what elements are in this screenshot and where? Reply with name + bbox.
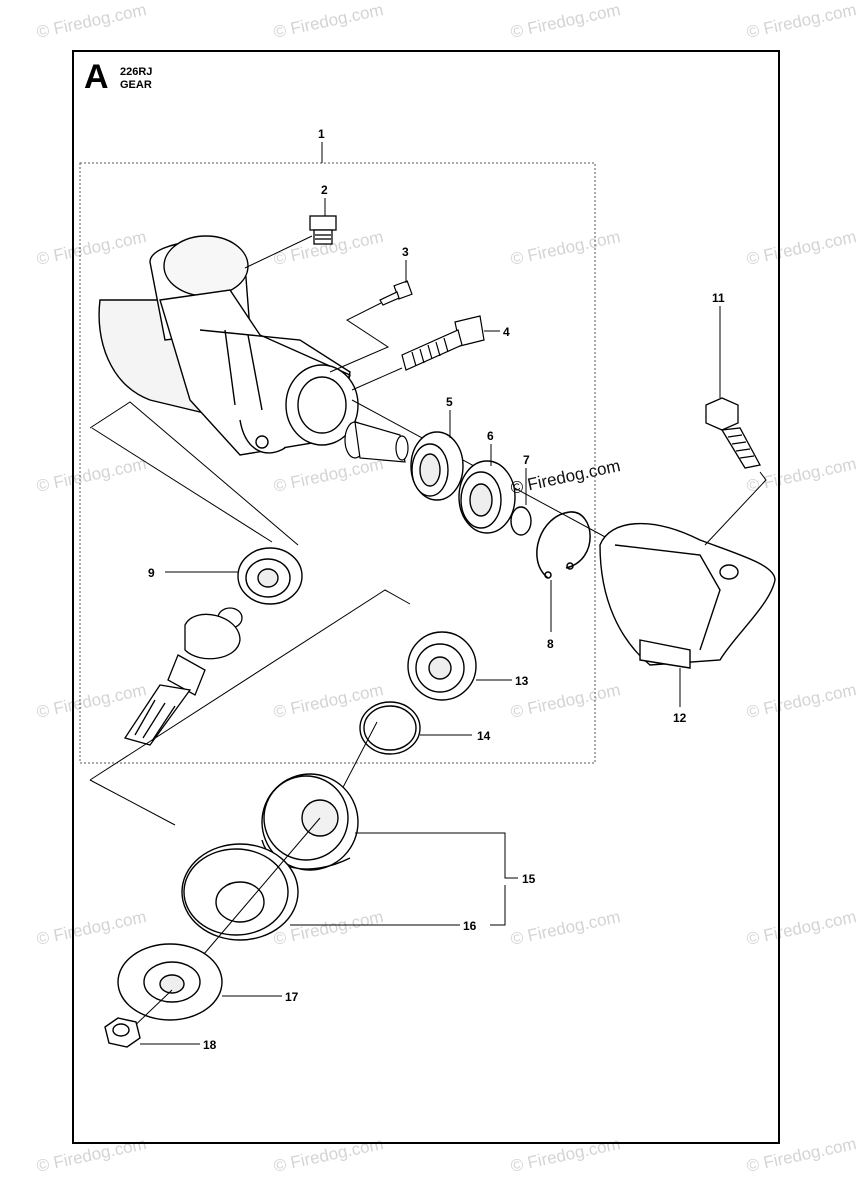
callout-9: 9: [148, 566, 155, 580]
callout-11: 11: [712, 291, 725, 305]
part-flange-15: [261, 773, 359, 871]
leader-15: [355, 832, 518, 879]
part-pinion: [344, 421, 409, 463]
gear-housing: [98, 235, 359, 456]
callout-8: 8: [547, 637, 554, 651]
part-guard-12: [599, 522, 776, 669]
callout-2: 2: [321, 183, 328, 197]
part-cup-17: [117, 943, 223, 1021]
part-screw-small: [379, 280, 413, 306]
callout-4: 4: [503, 325, 510, 339]
callout-18: 18: [203, 1038, 217, 1052]
page-title: GEAR: [120, 79, 152, 91]
part-bearing-6: [458, 460, 516, 534]
part-gear-shaft: [123, 607, 243, 746]
callout-14: 14: [477, 729, 491, 743]
watermark: © Firedog.com: [745, 0, 856, 42]
callout-1: 1: [318, 127, 325, 141]
callout-16: 16: [463, 919, 477, 933]
callout-17: 17: [285, 990, 299, 1004]
diagram-frame: [72, 50, 780, 1144]
model-number: 226RJ: [120, 66, 153, 78]
watermark: © Firedog.com: [35, 0, 148, 42]
callout-12: 12: [673, 711, 687, 725]
part-bearing-9: [237, 547, 303, 605]
callout-13: 13: [515, 674, 529, 688]
section-letter: A: [84, 58, 109, 96]
part-bearing-5: [410, 431, 464, 501]
callout-7: 7: [523, 453, 530, 467]
callout-15: 15: [522, 872, 536, 886]
callout-5: 5: [446, 395, 453, 409]
callout-6: 6: [487, 429, 494, 443]
part-plug: [309, 215, 337, 245]
watermark: © Firedog.com: [509, 0, 622, 42]
part-bolt-11: [705, 397, 761, 469]
part-nut-18: [104, 1017, 141, 1048]
part-bolt-long: [401, 315, 485, 371]
assembly-box: [79, 162, 596, 764]
watermark: © Firedog.com: [272, 0, 385, 42]
part-ring-14: [359, 701, 421, 755]
callout-3: 3: [402, 245, 409, 259]
part-ring-7: [510, 506, 532, 536]
part-circlip-8: [536, 511, 591, 579]
part-bearing-13: [407, 631, 477, 701]
part-washer-16: [181, 843, 299, 941]
